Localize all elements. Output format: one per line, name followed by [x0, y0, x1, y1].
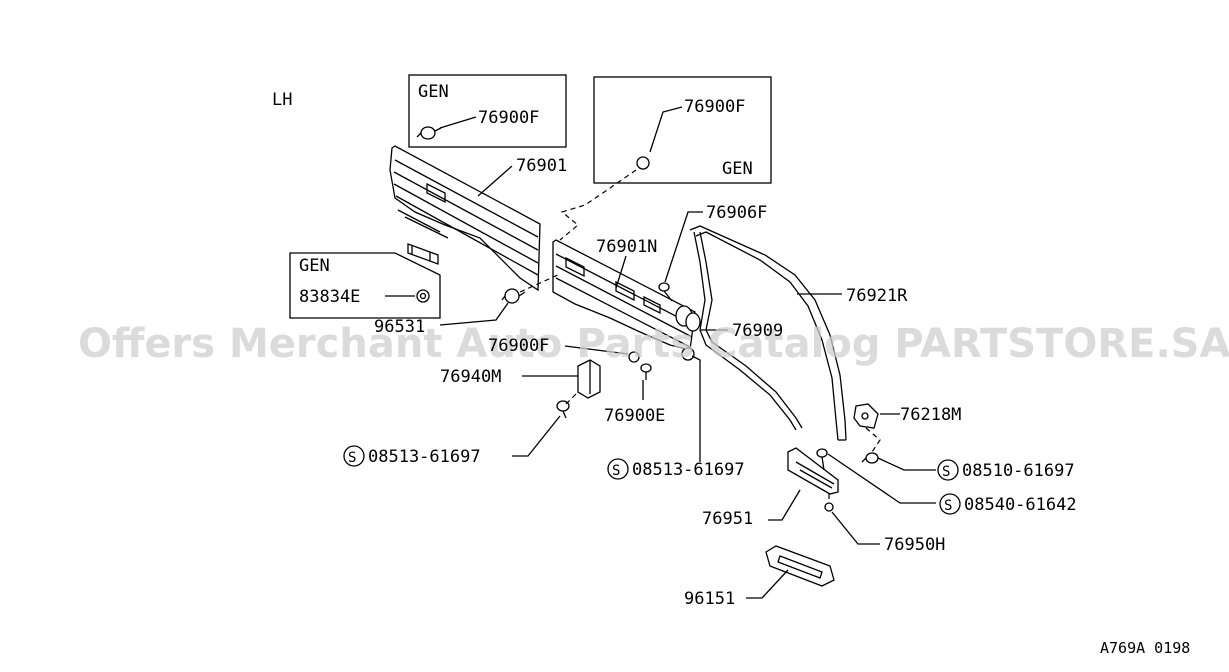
switch-icon [407, 243, 439, 265]
clip-icon [824, 502, 834, 512]
channel-bracket [787, 447, 839, 495]
label-08513-middle: 08513-61697 [632, 460, 745, 480]
leader-76901 [477, 165, 513, 197]
label-76921R: 76921R [846, 286, 908, 306]
label-76940M: 76940M [440, 367, 501, 387]
bolt-icon [816, 448, 828, 471]
label-96151: 96151 [684, 589, 735, 609]
label-08540: 08540-61642 [964, 495, 1077, 515]
label-76906F: 76906F [706, 203, 767, 223]
screw-label-08510: S 08510-61697 [937, 459, 1075, 481]
label-76951: 76951 [702, 509, 753, 529]
screw-label-08540: S 08540-61642 [939, 493, 1077, 515]
gen-box-2-title: GEN [722, 159, 753, 179]
clip-icon [636, 156, 650, 170]
clip-icon [628, 351, 640, 363]
clip-icon [416, 126, 442, 140]
label-96531: 96531 [374, 317, 425, 337]
label-76901: 76901 [516, 156, 567, 176]
screw-symbol: S [612, 463, 620, 479]
gen-box-1: GEN 76900F [408, 74, 567, 148]
leader-76901N [615, 255, 627, 289]
leader-76951 [768, 489, 801, 521]
label-76900F: 76900F [488, 336, 549, 356]
leader-08513-middle [691, 355, 701, 462]
bracket-icon [853, 403, 879, 429]
leader-08510 [877, 457, 936, 471]
dashed-leader [559, 169, 637, 241]
handle-bezel [765, 545, 835, 587]
bolt-icon [658, 282, 673, 302]
screw-symbol: S [942, 464, 950, 480]
label-08510: 08510-61697 [962, 461, 1075, 481]
trim-panel-lower [552, 239, 696, 351]
clip-icon [501, 288, 526, 304]
gen-box-1-title: GEN [418, 82, 449, 102]
dashed-leader [519, 273, 561, 293]
gen-box-2: 76900F GEN [593, 76, 772, 184]
leader-76900F [564, 345, 629, 355]
screw-icon [861, 452, 879, 464]
label-76901N: 76901N [596, 237, 657, 257]
door-frame [689, 225, 847, 441]
screw-label-08513-left: S 08513-61697 [343, 445, 481, 467]
diagram-code: A769A 0198 [1100, 639, 1190, 657]
leader-76906F [664, 211, 703, 283]
screw-label-08513-middle: S 08513-61697 [607, 458, 745, 480]
trim-panel-upper [389, 145, 541, 292]
gen-box-3-title: GEN [299, 256, 330, 276]
clip-icon [640, 363, 652, 380]
label-76900E: 76900E [604, 406, 665, 426]
dashed-leader [865, 427, 881, 453]
leader-76950H [831, 511, 880, 545]
leader-96531 [439, 302, 509, 326]
gen-box-3: GEN 83834E [289, 252, 441, 319]
hinge-icon [675, 305, 701, 361]
bracket-icon [577, 359, 601, 399]
grommet-icon [416, 289, 430, 303]
label-76909: 76909 [732, 321, 783, 341]
screw-symbol: S [944, 498, 952, 514]
screw-symbol: S [348, 450, 356, 466]
label-08513-left: 08513-61697 [368, 447, 481, 467]
label-76950H: 76950H [884, 535, 945, 555]
side-label: LH [272, 90, 292, 110]
watermark: Offers Merchant Auto Parts Catalog PARTS… [78, 321, 1229, 367]
gen-box-1-part: 76900F [478, 108, 539, 128]
gen-box-2-part: 76900F [684, 97, 745, 117]
leader-08540 [827, 453, 936, 504]
dashed-leader [565, 391, 579, 405]
leader-08513-left [512, 415, 561, 457]
leader-96151 [746, 569, 789, 599]
gen-box-3-part: 83834E [299, 287, 360, 307]
label-76218M: 76218M [900, 405, 961, 425]
